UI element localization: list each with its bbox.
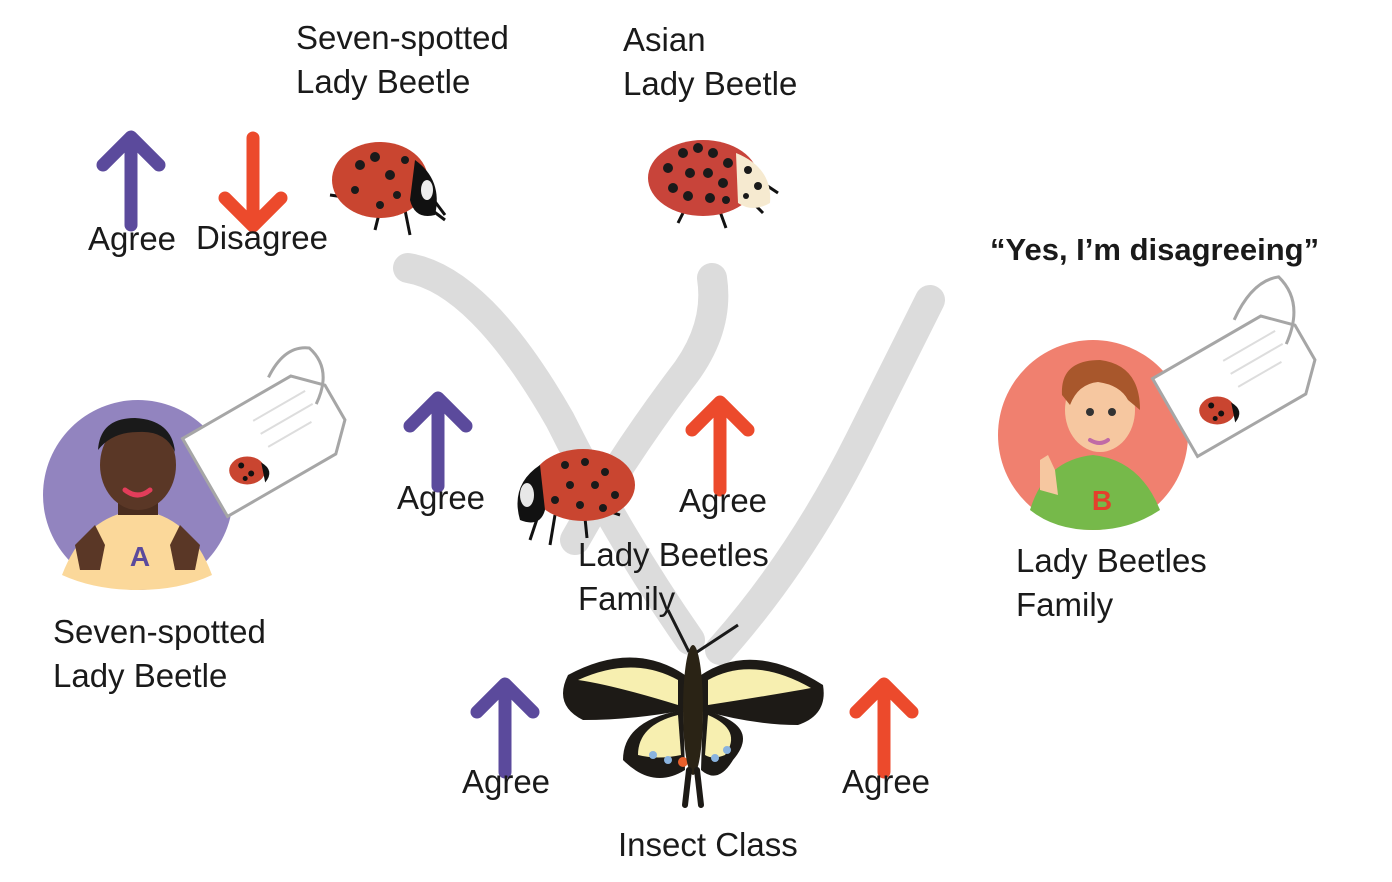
branch-seven-spotted bbox=[393, 253, 705, 655]
asian-lady-beetle-icon bbox=[648, 140, 779, 229]
swallowtail-butterfly-icon bbox=[563, 609, 824, 808]
up-arrow-icon bbox=[103, 137, 159, 225]
student-b-quote: “Yes, I’m disagreeing” bbox=[990, 232, 1320, 267]
student-a-avatar: A bbox=[43, 400, 233, 590]
family-lady-beetle-icon bbox=[517, 449, 635, 546]
seven-spotted-lady-beetle-icon bbox=[329, 142, 447, 236]
student-b-letter: B bbox=[1092, 485, 1112, 516]
id-tag-icon bbox=[1150, 275, 1317, 459]
vote-bottom-agree-red: Agree bbox=[842, 763, 930, 800]
up-arrow-icon bbox=[410, 398, 466, 486]
student-a-letter: A bbox=[130, 541, 150, 572]
label-family-center: Lady Beetles Family bbox=[578, 536, 769, 617]
label-insect-class: Insect Class bbox=[618, 826, 798, 863]
student-b-avatar: B bbox=[998, 340, 1188, 530]
branch-outgroup bbox=[705, 285, 945, 665]
up-arrow-icon bbox=[856, 684, 912, 772]
vote-top-agree: Agree bbox=[88, 220, 176, 257]
vote-middle-agree-purple: Agree bbox=[397, 479, 485, 516]
label-student-a: Seven-spotted Lady Beetle bbox=[53, 613, 266, 694]
id-tag-icon bbox=[180, 346, 347, 519]
up-arrow-icon bbox=[477, 684, 533, 772]
down-arrow-icon bbox=[225, 138, 281, 226]
vote-middle-agree-red: Agree bbox=[679, 482, 767, 519]
label-student-b: Lady Beetles Family bbox=[1016, 542, 1207, 623]
label-seven-spotted-top: Seven-spotted Lady Beetle bbox=[296, 19, 509, 100]
vote-bottom-agree-purple: Agree bbox=[462, 763, 550, 800]
up-arrow-icon bbox=[692, 402, 748, 490]
label-asian-top: Asian Lady Beetle bbox=[623, 21, 798, 102]
vote-top-disagree: Disagree bbox=[196, 219, 328, 256]
